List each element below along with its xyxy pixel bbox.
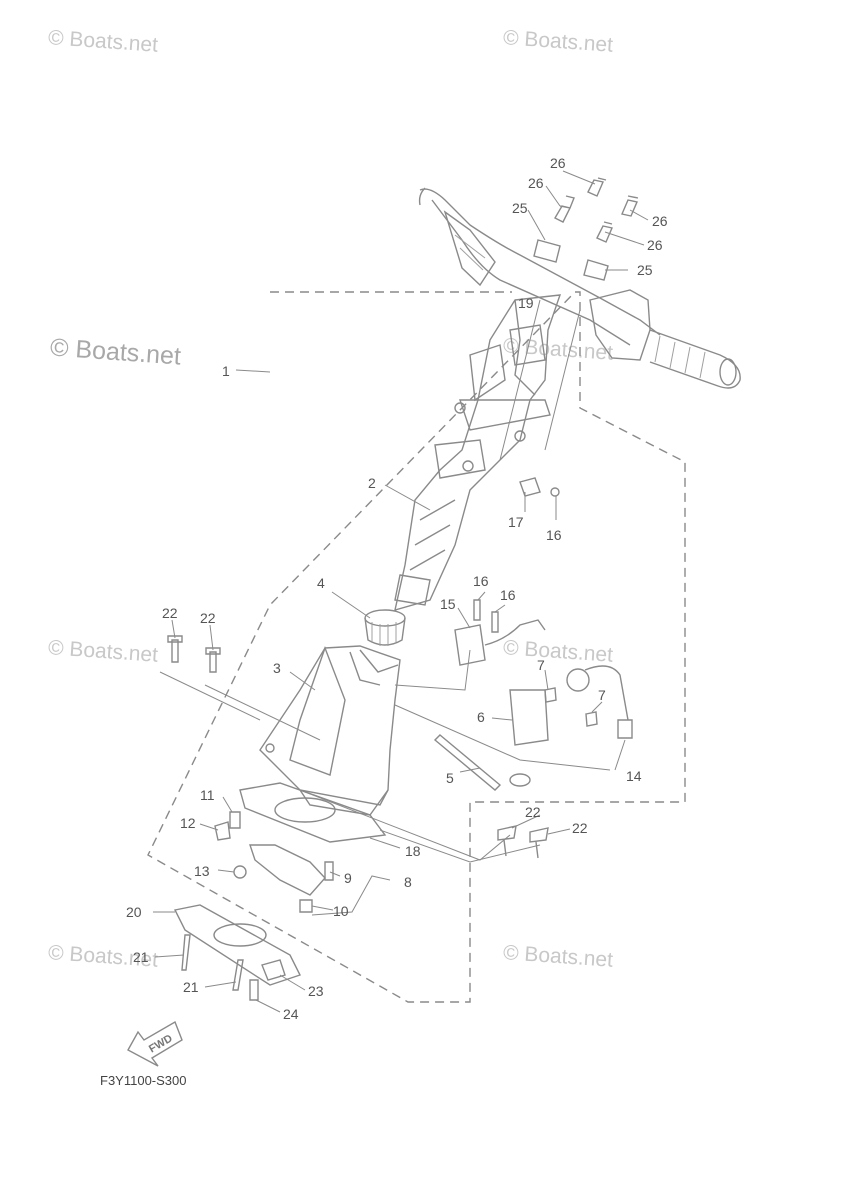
part-20-plate — [173, 904, 301, 986]
callout-25: 25 — [512, 200, 528, 216]
callout-8: 8 — [404, 874, 412, 890]
callout-11: 11 — [200, 787, 215, 803]
callout-22: 22 — [162, 605, 178, 621]
callout-17: 17 — [508, 514, 524, 530]
callout-25: 25 — [637, 262, 653, 278]
callout-7: 7 — [537, 657, 545, 673]
leader-lines — [153, 170, 649, 1013]
callout-2: 2 — [368, 475, 376, 491]
callout-16: 16 — [546, 527, 562, 543]
callout-15: 15 — [440, 596, 456, 612]
part-4 — [364, 609, 406, 646]
callout-26: 26 — [550, 155, 566, 171]
callout-6: 6 — [477, 709, 485, 725]
callout-24: 24 — [283, 1006, 299, 1022]
callout-5: 5 — [446, 770, 454, 786]
callout-19: 19 — [518, 295, 534, 311]
callout-14: 14 — [626, 768, 642, 784]
part-19 — [509, 324, 546, 366]
callout-18: 18 — [405, 843, 421, 859]
part-18-gasket — [239, 782, 387, 843]
callout-12: 12 — [180, 815, 196, 831]
hardware-small — [167, 477, 633, 1001]
callout-22: 22 — [572, 820, 588, 836]
callout-9: 9 — [344, 870, 352, 886]
diagram-code: F3Y1100-S300 — [100, 1073, 187, 1088]
callout-20: 20 — [126, 904, 142, 920]
callout-16: 16 — [500, 587, 516, 603]
callout-16: 16 — [473, 573, 489, 589]
callout-21: 21 — [133, 949, 149, 965]
handlebar-clamps — [533, 177, 639, 281]
callout-3: 3 — [273, 660, 281, 676]
callout-26: 26 — [647, 237, 663, 253]
assembly-boundary — [147, 291, 686, 1003]
callout-22: 22 — [525, 804, 541, 820]
fwd-arrow: FWD — [127, 1020, 183, 1067]
callout-numbers: 26 26 26 26 25 25 19 1 2 17 16 16 16 15 … — [126, 155, 668, 1022]
callout-23: 23 — [308, 983, 324, 999]
part-8-bracket — [249, 844, 326, 896]
callout-13: 13 — [194, 863, 210, 879]
callout-4: 4 — [317, 575, 325, 591]
callout-21: 21 — [183, 979, 199, 995]
part-3-housing — [259, 645, 401, 816]
callout-26: 26 — [652, 213, 668, 229]
callout-1: 1 — [222, 363, 230, 379]
callout-22: 22 — [200, 610, 216, 626]
callout-26: 26 — [528, 175, 544, 191]
callout-7: 7 — [598, 687, 606, 703]
callout-10: 10 — [333, 903, 349, 919]
handlebar — [418, 187, 741, 389]
steering-column — [394, 294, 562, 611]
